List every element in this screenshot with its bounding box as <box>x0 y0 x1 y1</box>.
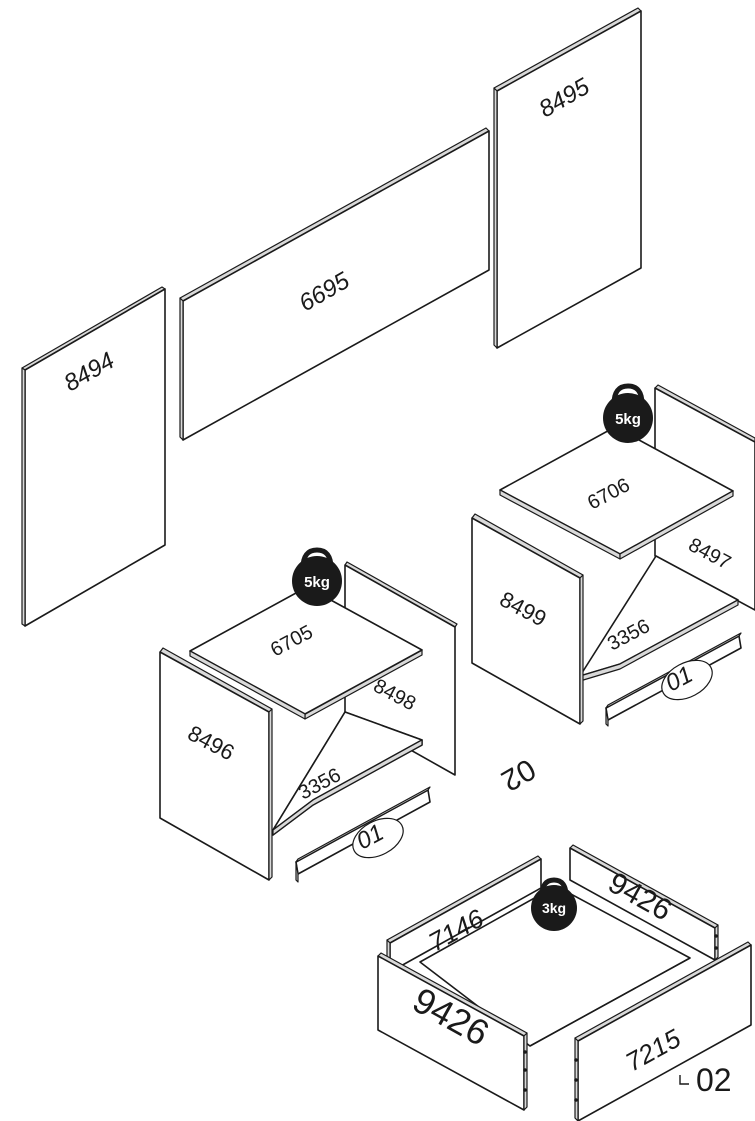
drawer-bottom-label: 02 <box>496 752 541 797</box>
panel-6695: 6695 <box>179 127 490 441</box>
unit-right: 8497 6706 3356 01 8499 5kg <box>471 383 755 727</box>
drawer-weight-label: 3kg <box>542 900 566 916</box>
step-indicator: 02 <box>679 1062 732 1098</box>
unit-left-drawer-callout <box>352 817 404 859</box>
panel-8495: 8495 <box>493 7 642 349</box>
unit-left: 8498 6705 3356 01 8496 5kg <box>159 547 458 883</box>
kettlebell-icon <box>300 547 334 569</box>
step-label: 02 <box>696 1062 732 1098</box>
unit-right-weight: 5kg <box>603 383 653 443</box>
kettlebell-icon <box>611 383 645 405</box>
panel-8494: 8494 <box>21 286 166 627</box>
unit-left-weight-label: 5kg <box>304 574 330 591</box>
corner-bracket-icon <box>679 1075 689 1085</box>
unit-right-drawer-callout <box>661 659 713 701</box>
unit-left-weight: 5kg <box>292 547 342 606</box>
unit-right-weight-label: 5kg <box>615 411 641 428</box>
drawer-weight: 3kg <box>531 877 577 931</box>
